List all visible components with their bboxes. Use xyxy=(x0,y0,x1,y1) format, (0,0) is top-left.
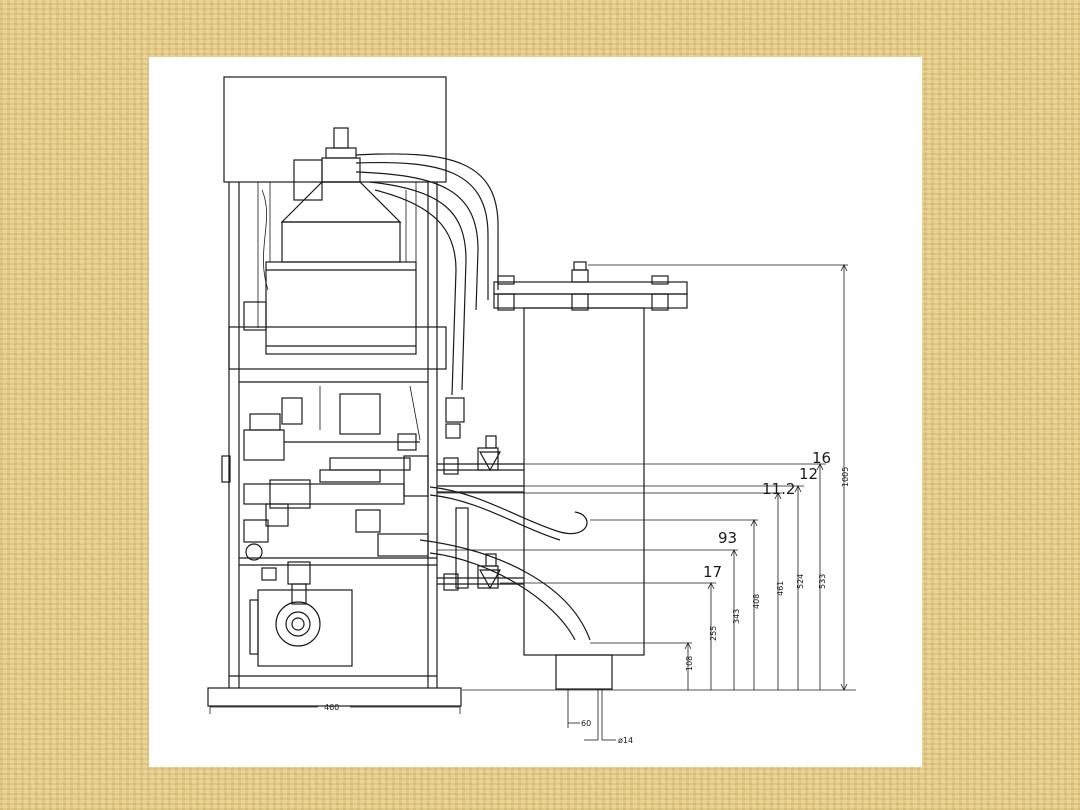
dim-343: 343 xyxy=(732,609,741,624)
slide-panel xyxy=(149,57,922,767)
callout-17: 17 xyxy=(703,563,722,581)
dim-524: 524 xyxy=(796,574,805,589)
horizontal-dimension-labels: 460 60 ø14 xyxy=(324,703,633,745)
callout-93: 93 xyxy=(718,529,737,547)
callout-12: 12 xyxy=(799,465,818,483)
machine-frame xyxy=(207,76,462,707)
dim-width-60: 60 xyxy=(581,719,591,728)
dim-width-460: 460 xyxy=(324,703,339,712)
dim-255: 255 xyxy=(709,626,718,641)
piping-valves xyxy=(221,385,524,591)
dim-diameter-14: ø14 xyxy=(618,736,633,745)
dim-461: 461 xyxy=(776,581,785,596)
pump-motor xyxy=(249,561,353,667)
dim-1005: 1005 xyxy=(841,467,850,487)
dim-408: 408 xyxy=(752,594,761,609)
dim-533: 533 xyxy=(818,574,827,589)
filter-vessel xyxy=(493,261,688,740)
callout-11-2: 11.2 xyxy=(762,480,795,498)
callout-labels: 16 12 11.2 93 17 xyxy=(703,449,831,581)
centrifuge-unit xyxy=(243,127,417,355)
dimension-lines xyxy=(209,264,856,741)
callout-16: 16 xyxy=(812,449,831,467)
vertical-dimension-labels: 1005 533 524 461 408 343 255 108 xyxy=(685,467,850,671)
dim-108: 108 xyxy=(685,656,694,671)
hoses xyxy=(355,153,591,641)
